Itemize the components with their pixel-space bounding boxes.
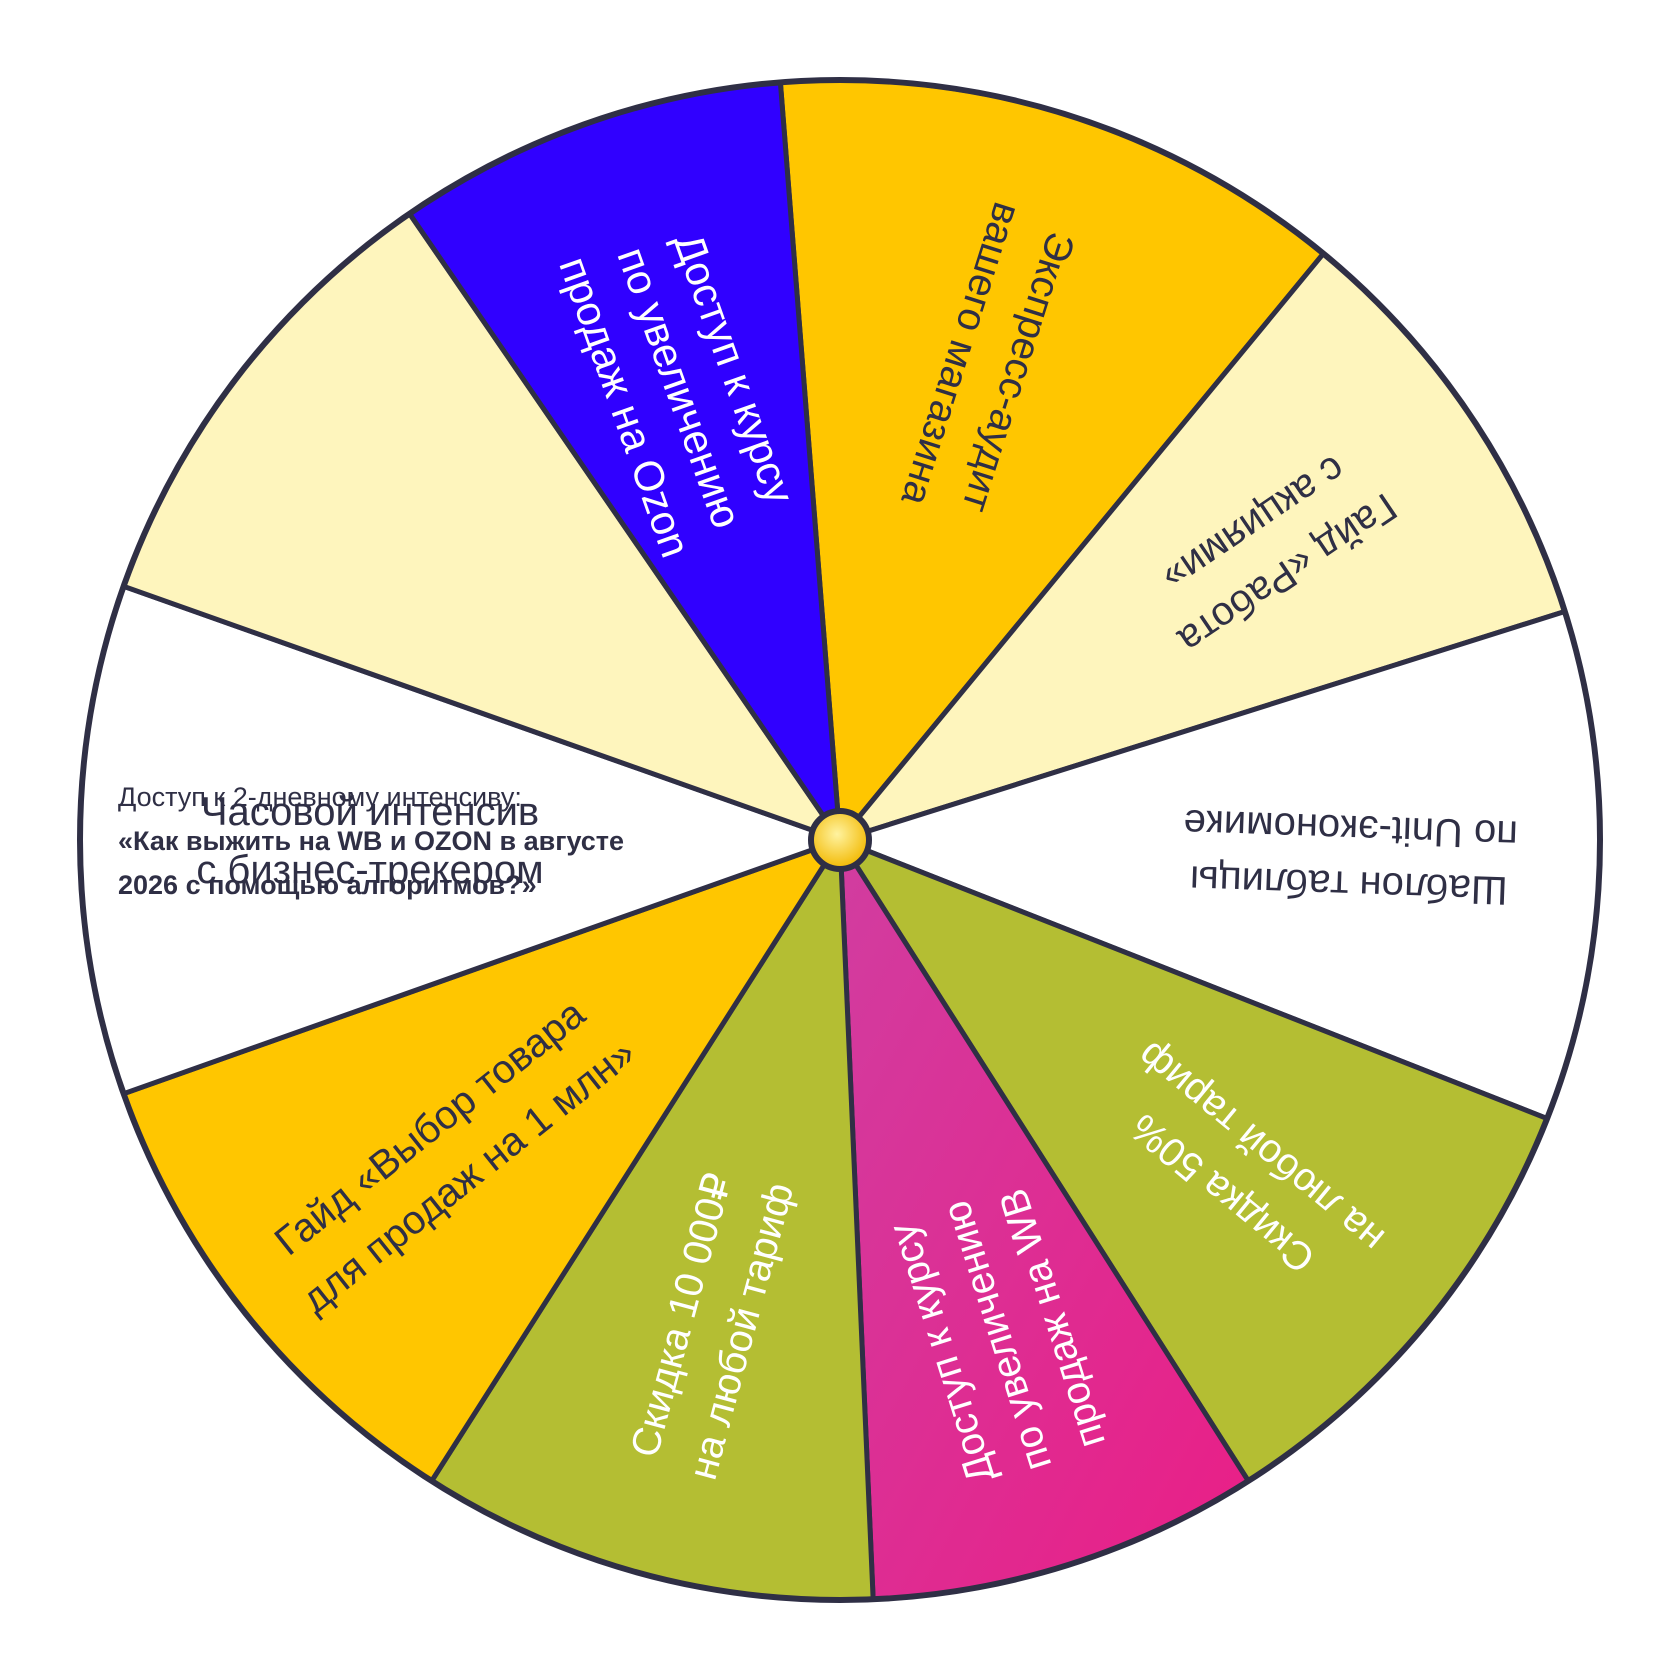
segment-label-line: Часовой интенсив [201,790,539,834]
wheel-rim [77,77,1603,1603]
segment-label-8: Часовой интенсив с бизнес-трекером [196,790,543,892]
segment-label-line: 2026 с помощью алгоритмов?» [118,870,537,900]
segment-label-line: с бизнес-трекером [196,848,543,892]
segment-label-line: Доступ к 2-дневному интенсиву: [118,782,522,812]
wheel-hub[interactable] [808,808,872,872]
segment-label-9: Доступ к 2-дневному интенсиву: «Как выжит… [118,782,624,900]
segment-label-3: Шаблон таблицыпо Unit-экономике [1181,801,1519,913]
segment-label-line: «Как выжить на WB и OZON в августе [118,826,624,856]
